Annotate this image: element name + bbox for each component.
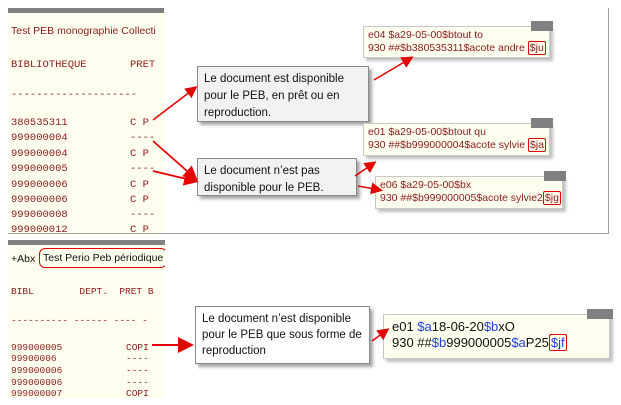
- top-separator: --------------------: [11, 89, 138, 101]
- arrow-callout-to-record-e01: [354, 161, 377, 177]
- record-tab: [587, 309, 613, 319]
- bottom-separator: ---------- ------ ---- -: [11, 315, 148, 326]
- record-line1: e06 $a29-05-00$bx: [380, 179, 472, 191]
- table-row-lib: 380535311: [11, 117, 68, 129]
- table-row-lib: 999000004: [11, 148, 68, 160]
- record-subfield-j-highlight: $ju: [527, 41, 546, 55]
- table-row-pret: C P: [130, 148, 149, 160]
- record-subfield-code: $b: [483, 319, 499, 334]
- record-line2: 930 ##$b999000005$aP25$jf: [392, 334, 601, 351]
- table-row-lib: 999000008: [11, 209, 68, 221]
- table-row-lib: 99900006: [11, 353, 57, 364]
- top-header-bibliotheque: BIBLIOTHEQUE: [11, 59, 87, 71]
- table-row-pret: C P: [130, 179, 149, 191]
- record-text: 18-06-20: [431, 319, 484, 334]
- table-row-pret: COPI: [126, 388, 149, 398]
- table-row-lib: 999000012: [11, 224, 68, 233]
- table-row-lib: 999000006: [11, 179, 68, 191]
- table-row-pret: C P: [130, 194, 149, 206]
- table-row-pret: ----: [126, 377, 149, 388]
- record-line1: e01 $a18-06-20$bxO: [392, 319, 601, 335]
- table-row-pret: ----: [126, 353, 149, 364]
- record-text: xO: [498, 319, 515, 334]
- record-e01-top: e01 $a29-05-00$btout qu 930 ##$b99900000…: [363, 118, 553, 156]
- record-line2: 930 ##$b999000004$acote sylvie $ja: [368, 138, 546, 152]
- top-panel-title: Test PEB monographie Collecti: [11, 25, 156, 37]
- arrow-callout-to-record-e04: [373, 56, 414, 81]
- bottom-panel-titlebar: [8, 240, 165, 245]
- record-text: P25: [525, 335, 549, 350]
- table-row-lib: 999000006: [11, 194, 68, 206]
- record-subfield-j-highlight: $ja: [527, 138, 546, 152]
- table-row-pret: ----: [130, 132, 156, 144]
- record-subfield-code: $a: [417, 319, 432, 334]
- record-line2-text: 930 ##$b380535311$acote andre: [368, 42, 528, 54]
- callout-available-text: Le document est disponible pour le PEB, …: [204, 73, 345, 119]
- record-subfield-code: $b: [431, 335, 447, 350]
- record-text: 999000005: [446, 335, 512, 350]
- table-row-pret: ----: [130, 163, 156, 175]
- table-row-pret: C P: [130, 117, 149, 129]
- callout-not-available: Le document n’est pas disponible pour le…: [197, 158, 357, 196]
- record-text: 930 ##: [392, 335, 432, 350]
- callout-not-available-text: Le document n’est pas disponible pour le…: [204, 165, 324, 194]
- top-panel: Test PEB monographie Collecti BIBLIOTHEQ…: [8, 13, 164, 233]
- record-e01-bottom: e01 $a18-06-20$bxO 930 ##$b999000005$aP2…: [383, 309, 613, 359]
- record-tab: [531, 21, 553, 31]
- table-row-pret: ----: [126, 365, 149, 376]
- table-row-lib: 999000006: [11, 377, 63, 388]
- record-subfield-code: $a: [511, 335, 526, 350]
- record-line2-text: 930 ##$b999000004$acote sylvie: [368, 139, 528, 151]
- table-row-lib: 999000004: [11, 132, 68, 144]
- record-subfield-j-highlight: $jf: [548, 334, 567, 351]
- bottom-header: BIBL DEPT. PRET B: [11, 286, 154, 297]
- bottom-panel-title: Test Perio Peb périodique: [39, 248, 165, 268]
- top-panel-titlebar: [8, 8, 164, 13]
- table-row-lib: 999000005: [11, 342, 63, 353]
- table-row-lib: 999000005: [11, 163, 68, 175]
- record-line1: e01 $a29-05-00$btout qu: [368, 126, 486, 138]
- record-e04: e04 $a29-05-00$btout to 930 ##$b38053531…: [363, 21, 553, 58]
- table-row-lib: 999000007: [11, 388, 63, 398]
- top-frame-bottom: [8, 233, 609, 234]
- record-line2-text: 930 ##$b999000005$acote sylvie2: [380, 192, 543, 204]
- table-row-pret: ----: [130, 209, 156, 221]
- record-line1: e04 $a29-05-00$btout to: [368, 29, 484, 41]
- record-subfield-j-highlight: $jg: [542, 191, 561, 205]
- callout-repro-only: Le document n’est disponible pour le PEB…: [195, 306, 370, 364]
- record-e06: e06 $a29-05-00$bx 930 ##$b999000005$acot…: [375, 171, 566, 209]
- callout-repro-only-text: Le document n’est disponible pour le PEB…: [202, 313, 362, 357]
- table-row-pret: COPI: [126, 342, 149, 353]
- bottom-panel: +Abx Test Perio Peb périodique BIBL DEPT…: [8, 245, 165, 398]
- record-tab: [544, 171, 566, 181]
- bottom-panel-prefix: +Abx: [11, 253, 36, 265]
- callout-available: Le document est disponible pour le PEB, …: [197, 66, 369, 122]
- record-text: e01: [392, 319, 418, 334]
- top-frame-right: [608, 8, 609, 234]
- table-row-pret: C P: [130, 224, 149, 233]
- table-row-lib: 999000006: [11, 365, 63, 376]
- record-line2: 930 ##$b380535311$acote andre $ju: [368, 41, 546, 55]
- record-tab: [531, 118, 553, 128]
- record-line2: 930 ##$b999000005$acote sylvie2$jg: [380, 191, 561, 205]
- top-header-pret: PRET: [130, 59, 156, 71]
